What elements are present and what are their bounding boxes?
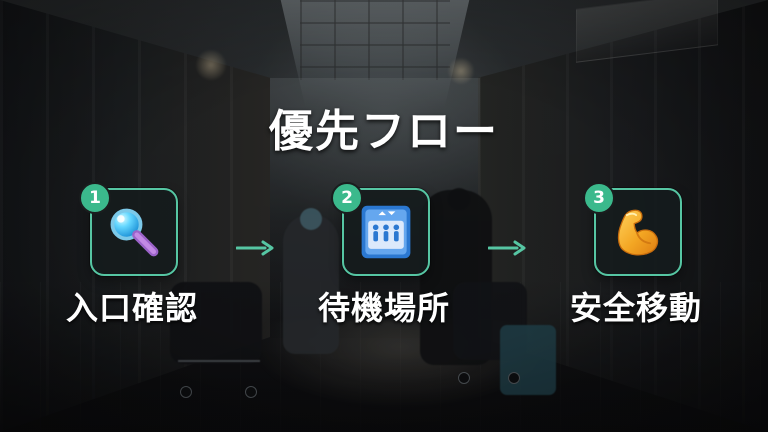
step-label: 待機場所	[317, 289, 450, 327]
stroller-left-frame	[178, 360, 260, 362]
step-label: 安全移動	[569, 289, 702, 327]
ceiling-lamp-right	[448, 58, 474, 84]
pedestrian-woman	[283, 214, 339, 354]
slide-title: 優先フロー	[269, 106, 499, 157]
stroller-wheel	[180, 386, 192, 398]
elevator-icon	[356, 202, 416, 262]
step-label: 入口確認	[65, 289, 198, 327]
pedestrian-woman-head	[300, 208, 322, 230]
stroller-wheel	[245, 386, 257, 398]
suitcase	[500, 325, 556, 395]
stroller-wheel	[458, 372, 470, 384]
step-safe-movement: 3	[556, 178, 716, 348]
stroller-left	[170, 282, 262, 364]
magnifying-glass-icon	[104, 202, 164, 262]
step-number-badge: 3	[583, 182, 615, 214]
step-waiting-area: 2	[304, 178, 464, 348]
flexed-biceps-icon	[608, 202, 668, 262]
stroller-wheel	[508, 372, 520, 384]
ceiling-lamp-left	[196, 50, 226, 80]
step-entrance-check: 1	[52, 178, 212, 348]
skylight	[278, 0, 472, 110]
step-number-badge: 2	[331, 182, 363, 214]
pedestrian-man-head	[448, 188, 470, 210]
floor	[0, 282, 768, 432]
step-number-badge: 1	[79, 182, 111, 214]
skylight-frame	[300, 0, 450, 80]
arrow-right-icon	[236, 240, 274, 256]
arrow-right-icon	[488, 240, 526, 256]
